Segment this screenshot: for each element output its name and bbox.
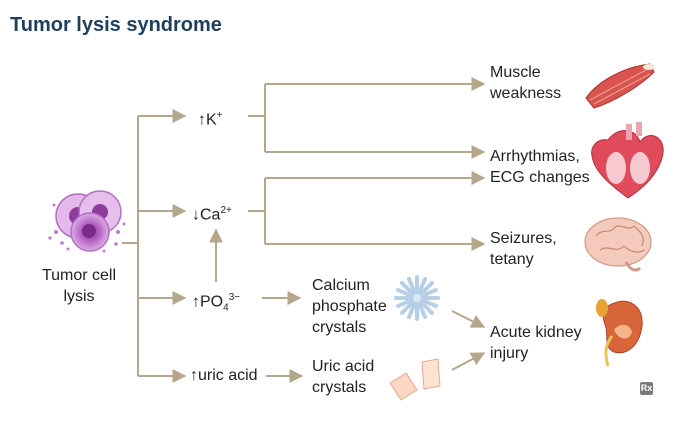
potassium-charge: + bbox=[216, 110, 223, 121]
uric-acid-crystals-label: Uric acid crystals bbox=[312, 356, 374, 398]
calcium-arrow: ↓ bbox=[192, 206, 200, 224]
k-bracket bbox=[248, 84, 266, 152]
aki-line1: Acute kidney bbox=[490, 324, 582, 341]
uric-crystals-line1: Uric acid bbox=[312, 358, 375, 375]
muscle-line1: Muscle bbox=[490, 64, 541, 81]
heart-icon bbox=[591, 122, 664, 199]
calcium-node: ↓Ca2+ bbox=[192, 200, 232, 225]
muscle-icon bbox=[585, 63, 655, 109]
phosphate-symbol: PO bbox=[200, 293, 224, 311]
diagram-title: Tumor lysis syndrome bbox=[10, 14, 222, 36]
tumor-cell-lysis-label: Tumor cell lysis bbox=[40, 265, 118, 307]
seizures-line1: Seizures, bbox=[490, 230, 557, 247]
potassium-node: ↑K+ bbox=[198, 105, 223, 130]
phosphate-arrow: ↑ bbox=[192, 293, 200, 311]
kidney-icon bbox=[596, 299, 643, 367]
arrhythmias-label: Arrhythmias, ECG changes bbox=[490, 146, 590, 188]
calcium-charge: 2+ bbox=[220, 205, 232, 216]
arrow-uric-to-aki bbox=[451, 352, 486, 371]
aki-line2: injury bbox=[490, 345, 529, 362]
seizures-line2: tetany bbox=[490, 251, 534, 268]
uric-crystals-line2: crystals bbox=[312, 379, 367, 396]
arrow-calcium-to-aki bbox=[451, 310, 486, 328]
tumor-cell-label-line1: Tumor cell bbox=[41, 267, 117, 284]
rx-badge-icon: Rx bbox=[640, 382, 653, 395]
acute-kidney-injury-label: Acute kidney injury bbox=[490, 322, 582, 364]
calcium-symbol: Ca bbox=[200, 206, 221, 224]
seizures-label: Seizures, tetany bbox=[490, 228, 557, 270]
calcium-crystals-line3: crystals bbox=[312, 319, 367, 336]
tumor-cell-icon bbox=[48, 190, 126, 253]
tumor-cell-label-line2: lysis bbox=[63, 288, 95, 305]
calcium-crystals-line2: phosphate bbox=[312, 298, 387, 315]
phosphate-subscript: 4 bbox=[223, 302, 229, 314]
muscle-line2: weakness bbox=[490, 85, 562, 102]
uric-acid-crystal-icon bbox=[389, 358, 441, 401]
arrhythmias-line1: Arrhythmias, bbox=[490, 148, 580, 165]
potassium-symbol: K bbox=[206, 111, 217, 129]
ca-bracket bbox=[248, 178, 266, 244]
connector-lines bbox=[122, 77, 486, 383]
calcium-phosphate-crystal-icon bbox=[394, 275, 440, 321]
arrhythmias-line2: ECG changes bbox=[490, 169, 590, 186]
phosphate-node: ↑PO43− bbox=[192, 287, 240, 319]
muscle-weakness-label: Muscle weakness bbox=[490, 62, 561, 104]
brain-icon bbox=[584, 217, 652, 272]
uric-acid-node: ↑uric acid bbox=[190, 367, 258, 384]
calcium-phosphate-crystals-label: Calcium phosphate crystals bbox=[312, 275, 387, 338]
calcium-crystals-line1: Calcium bbox=[312, 277, 370, 294]
phosphate-charge: 3− bbox=[228, 292, 241, 303]
potassium-arrow: ↑ bbox=[198, 111, 206, 129]
